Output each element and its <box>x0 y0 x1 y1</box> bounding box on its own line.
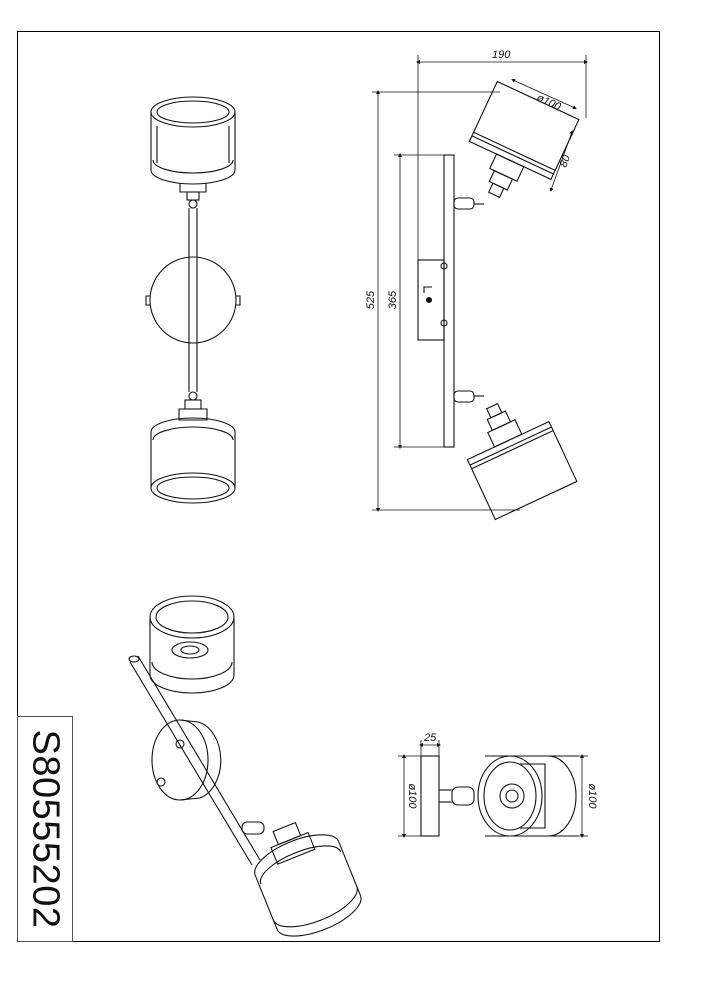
small-side-view <box>398 740 588 838</box>
side-view-bar <box>443 154 455 448</box>
small-view-base <box>420 755 440 837</box>
small-view-dimensions <box>398 740 588 838</box>
dim-base-diameter: ø100 <box>406 783 418 809</box>
side-view-dimensions <box>372 55 588 512</box>
small-view-shade <box>477 755 578 837</box>
dim-shade-diameter-side: ø100 <box>586 783 598 809</box>
side-view-junction-box <box>417 259 445 341</box>
front-view <box>145 96 241 504</box>
front-view-top-shade <box>150 96 236 209</box>
dim-base-depth-25: 25 <box>423 732 437 744</box>
dim-width-190: 190 <box>492 49 511 61</box>
perspective-bottom-lamp <box>241 821 362 937</box>
front-view-base <box>145 256 241 344</box>
drawing-frame <box>17 31 660 942</box>
perspective-base <box>151 719 222 801</box>
dim-length-525: 525 <box>365 290 377 309</box>
product-code-box <box>17 716 73 942</box>
dim-length-365: 365 <box>387 290 399 309</box>
front-view-bottom-shade <box>150 391 236 504</box>
side-view <box>372 55 588 521</box>
perspective-top-shade <box>149 595 235 694</box>
side-view-lower-lamp <box>453 390 578 521</box>
perspective-rod <box>128 655 261 866</box>
dim-shade-depth-80: 80 <box>558 153 574 169</box>
front-view-rod <box>188 208 198 392</box>
perspective-view <box>128 595 362 937</box>
